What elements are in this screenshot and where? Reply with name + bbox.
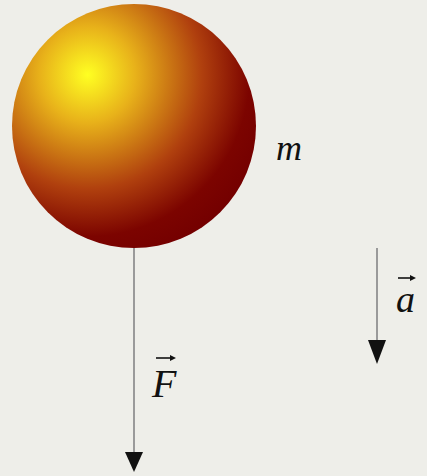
force-vector-line bbox=[133, 248, 135, 456]
mass-sphere bbox=[12, 4, 256, 248]
acceleration-label: a bbox=[396, 280, 415, 318]
mass-label: m bbox=[276, 130, 302, 166]
vector-accents bbox=[156, 275, 416, 361]
acceleration-vector-line bbox=[376, 248, 378, 344]
force-arrowhead bbox=[125, 452, 143, 472]
force-label: F bbox=[152, 364, 176, 404]
acceleration-arrowhead bbox=[368, 340, 386, 364]
